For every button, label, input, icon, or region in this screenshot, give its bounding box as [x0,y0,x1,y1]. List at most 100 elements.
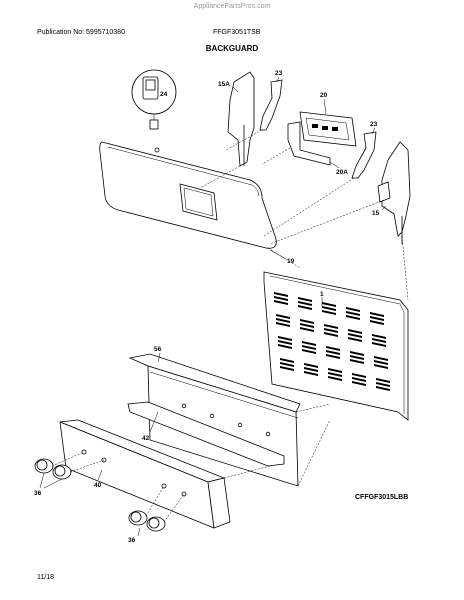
vent-slot [352,381,366,386]
vent-slot [374,360,388,365]
vent-slot [374,356,388,361]
part-23-bracket-right[interactable] [351,127,377,179]
back-panel-vents [274,292,390,391]
vent-slot [300,319,314,324]
callout-19: 19 [287,258,295,265]
knob-1-face [36,459,48,471]
knob-hole-4 [181,491,187,497]
vent-slot [322,310,336,315]
vent-slot [370,312,384,317]
callout-40: 40 [94,482,102,489]
vent-slot [278,336,292,341]
part-24-switch[interactable] [131,69,177,130]
bracket-right-body [351,131,377,179]
panel-screw [154,147,160,153]
vent-slot [304,371,318,376]
knob-dash-1 [51,451,85,467]
vent-slot [372,334,386,339]
vent-slot [350,351,364,356]
vent-slot [298,297,312,302]
vent-slot [300,323,314,328]
vent-slot [346,307,360,312]
callout-23-right: 23 [370,121,378,128]
knob-panel-leader-40 [97,469,103,481]
knob-dash-3 [145,485,165,517]
switch-small [149,119,159,130]
board-chip-1 [312,124,318,128]
publication-number: Publication No: 5995710380 [37,29,125,36]
callout-1: 1 [320,291,324,298]
model-number: FFGF3051TSB [213,29,261,36]
vent-slot [372,342,386,347]
bracket-left-body [259,79,283,131]
vent-slot [350,355,364,360]
board-leader-20A [329,161,340,169]
vent-slot [324,324,338,329]
vent-slot [276,318,290,323]
part-36-knobs-left[interactable] [34,451,105,489]
vent-slot [302,341,316,346]
part-15-end-cap-right[interactable] [377,141,411,244]
vent-slot [280,366,294,371]
part-36-knobs-right[interactable] [128,485,185,537]
vent-slot [324,332,338,337]
vent-slot [348,329,362,334]
assembly-lines-lower [223,403,331,487]
board-leader-20 [323,98,327,115]
manifold-hole-2 [209,413,215,419]
part-20-control-board[interactable] [287,98,357,169]
part-15A-end-cap-left[interactable] [227,71,255,167]
callout-42: 42 [142,435,150,442]
part-1-back-panel[interactable] [263,271,409,421]
knob-3-face [130,511,142,523]
board-bracket-20A[interactable] [287,121,331,166]
vent-slot [302,345,316,350]
manifold-hole-1 [181,403,187,409]
callout-56: 56 [154,346,162,353]
vent-slot [278,340,292,345]
vent-slot [348,337,362,342]
vent-slot [300,327,314,332]
manifold-leader-56 [157,352,161,363]
vent-slot [302,349,316,354]
vent-slot [276,314,290,319]
vent-slot [304,367,318,372]
callout-36-left: 36 [34,490,42,497]
knob-hole-3 [161,483,167,489]
callout-15A: 15A [218,81,230,88]
knob-hole-1 [81,449,87,455]
watermark: AppliancePartsPros.com [193,3,271,10]
vent-slot [326,346,340,351]
endcap-left-body [227,71,255,167]
vent-slot [348,333,362,338]
vent-slot [328,376,342,381]
vent-slot [326,350,340,355]
vent-slot [352,377,366,382]
vent-slot [376,386,390,391]
vent-slot [372,338,386,343]
vent-slot [324,328,338,333]
vent-slot [346,311,360,316]
part-42-rail[interactable] [127,401,285,467]
rail-leader-42 [149,411,159,433]
endcap-left-leader [232,86,239,93]
knob-leader-left-2 [43,478,63,489]
vent-slot [374,364,388,369]
vent-slot [274,292,288,297]
part-19-control-panel[interactable] [99,141,287,260]
manifold-hole-4 [265,431,271,437]
vent-slot [322,302,336,307]
vent-slot [280,362,294,367]
knob-dash-4 [163,493,185,523]
drawing-code: CFFGF3015LBB [355,494,409,501]
panel-window-inner [183,187,214,217]
assembly-lines-upper [199,129,409,301]
vent-slot [280,358,294,363]
callout-20: 20 [320,92,328,99]
board-chip-3 [332,127,338,131]
part-23-bracket-left[interactable] [259,76,283,131]
vent-slot [274,296,288,301]
knob-4-face [148,517,160,529]
vent-slot [376,378,390,383]
